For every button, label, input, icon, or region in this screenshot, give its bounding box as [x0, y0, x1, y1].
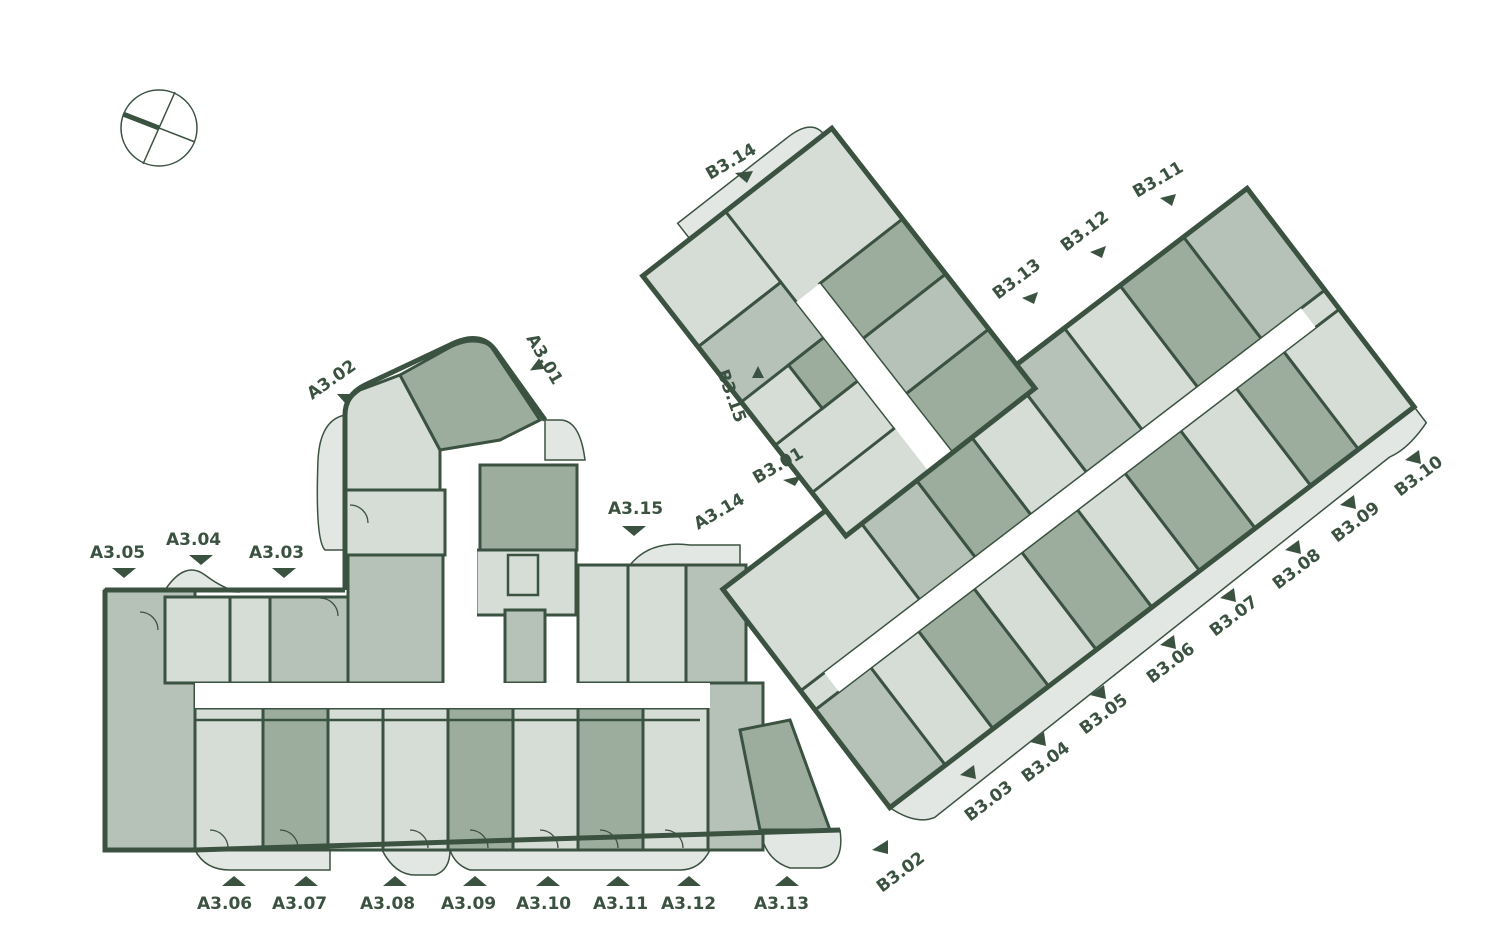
unit-label-a3-08[interactable]: A3.08 [360, 876, 415, 914]
north-arrow-icon [120, 89, 198, 167]
svg-text:A3.13: A3.13 [754, 894, 809, 914]
svg-text:A3.10: A3.10 [516, 894, 571, 914]
svg-text:A3.05: A3.05 [90, 543, 145, 563]
svg-text:A3.15: A3.15 [608, 499, 663, 519]
building-a [102, 336, 842, 876]
unit-label-a3-05[interactable]: A3.05 [90, 543, 145, 578]
unit-label-a3-06[interactable]: A3.06 [197, 876, 252, 914]
unit-label-b3-09[interactable]: B3.09 [1328, 495, 1384, 547]
unit-label-a3-15[interactable]: A3.15 [608, 499, 663, 536]
unit-label-b3-02[interactable]: B3.02 [872, 840, 929, 897]
svg-text:B3.13: B3.13 [989, 255, 1045, 304]
unit-label-a3-13[interactable]: A3.13 [754, 876, 809, 914]
unit-label-b3-08[interactable]: B3.08 [1269, 540, 1325, 594]
svg-text:B3.09: B3.09 [1328, 498, 1384, 547]
unit-label-a3-11[interactable]: A3.11 [593, 876, 648, 914]
unit-label-a3-09[interactable]: A3.09 [441, 876, 496, 914]
svg-text:A3.07: A3.07 [272, 894, 327, 914]
svg-text:A3.08: A3.08 [360, 894, 415, 914]
unit-label-b3-13[interactable]: B3.13 [989, 255, 1045, 304]
unit-label-a3-07[interactable]: A3.07 [272, 876, 327, 914]
svg-text:A3.03: A3.03 [249, 543, 304, 563]
unit-label-a3-10[interactable]: A3.10 [516, 876, 571, 914]
svg-text:A3.04: A3.04 [166, 530, 221, 550]
unit-label-a3-14[interactable]: A3.14 [691, 489, 749, 534]
svg-text:A3.12: A3.12 [661, 894, 716, 914]
unit-label-b3-11[interactable]: B3.11 [1130, 158, 1188, 206]
svg-text:A3.11: A3.11 [593, 894, 648, 914]
svg-text:A3.06: A3.06 [197, 894, 252, 914]
svg-text:A3.14: A3.14 [691, 489, 749, 534]
unit-label-b3-10[interactable]: B3.10 [1391, 450, 1447, 501]
svg-text:A3.09: A3.09 [441, 894, 496, 914]
unit-label-a3-12[interactable]: A3.12 [661, 876, 716, 914]
svg-text:A3.01: A3.01 [522, 331, 567, 389]
building-b [639, 124, 1428, 821]
unit-label-a3-04[interactable]: A3.04 [166, 530, 221, 565]
svg-text:B3.02: B3.02 [873, 848, 929, 897]
unit-label-a3-03[interactable]: A3.03 [249, 543, 304, 578]
unit-label-a3-01[interactable]: A3.01 [522, 331, 567, 389]
unit-label-b3-12[interactable]: B3.12 [1057, 207, 1113, 258]
svg-text:B3.11: B3.11 [1130, 158, 1188, 203]
